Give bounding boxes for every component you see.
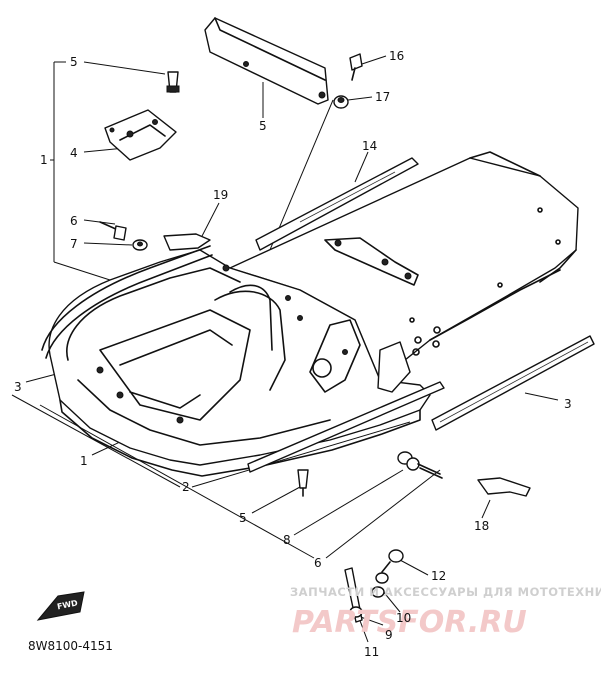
screw-5 [166,71,180,93]
watermark: ЗАПЧАСТИ И АКСЕССУАРЫ ДЛЯ МОТОТЕХНИКИ PA… [290,585,601,640]
callout-12: 12 [431,569,446,583]
seat-bracket-part [204,17,329,105]
screw-5-lower [297,469,309,497]
fwd-arrow-mark: FWD [36,591,85,621]
callout-11: 11 [364,645,379,659]
callout-1-bottom: 1 [80,454,88,468]
callout-6: 6 [70,214,78,228]
callout-5-lower: 5 [239,511,247,525]
callout-10: 10 [396,611,411,625]
strip-18 [477,477,531,497]
callout-6-lower: 6 [314,556,322,570]
callout-labels: 5 4 1 6 7 19 5 16 17 14 3 3 1 2 5 8 6 18… [14,49,572,659]
callout-5: 5 [70,55,78,69]
watermark-subtitle: ЗАПЧАСТИ И АКСЕССУАРЫ ДЛЯ МОТОТЕХНИКИ [290,585,601,599]
callout-7: 7 [70,237,78,251]
callout-16: 16 [389,49,404,63]
nut-17 [333,95,349,109]
callout-1: 1 [40,153,48,167]
callout-18: 18 [474,519,489,533]
callout-4: 4 [70,146,78,160]
callout-9: 9 [385,628,393,642]
strip-3-right [431,335,595,431]
callout-2: 2 [182,480,190,494]
bolt-16 [349,53,363,81]
callout-17: 17 [375,90,390,104]
bolt-8 [397,451,443,479]
washers-10 [371,572,389,598]
callout-3-left: 3 [14,380,22,394]
bolt-12 [381,549,404,573]
callout-19: 19 [213,188,228,202]
callout-5-top: 5 [259,119,267,133]
rear-frame-body [41,151,579,477]
watermark-logo-text: PARTSFOR.RU [292,605,527,640]
nut-11 [349,606,363,618]
callout-8: 8 [283,533,291,547]
callout-14: 14 [362,139,377,153]
clip-19 [163,233,211,251]
strip-14 [255,157,419,251]
drawing-code: 8W8100-4151 [28,639,113,653]
bolt-6 [99,221,127,241]
fwd-label: FWD [56,598,79,611]
bracket-4 [104,109,177,161]
washer-7 [132,239,148,251]
callout-3-right: 3 [564,397,572,411]
